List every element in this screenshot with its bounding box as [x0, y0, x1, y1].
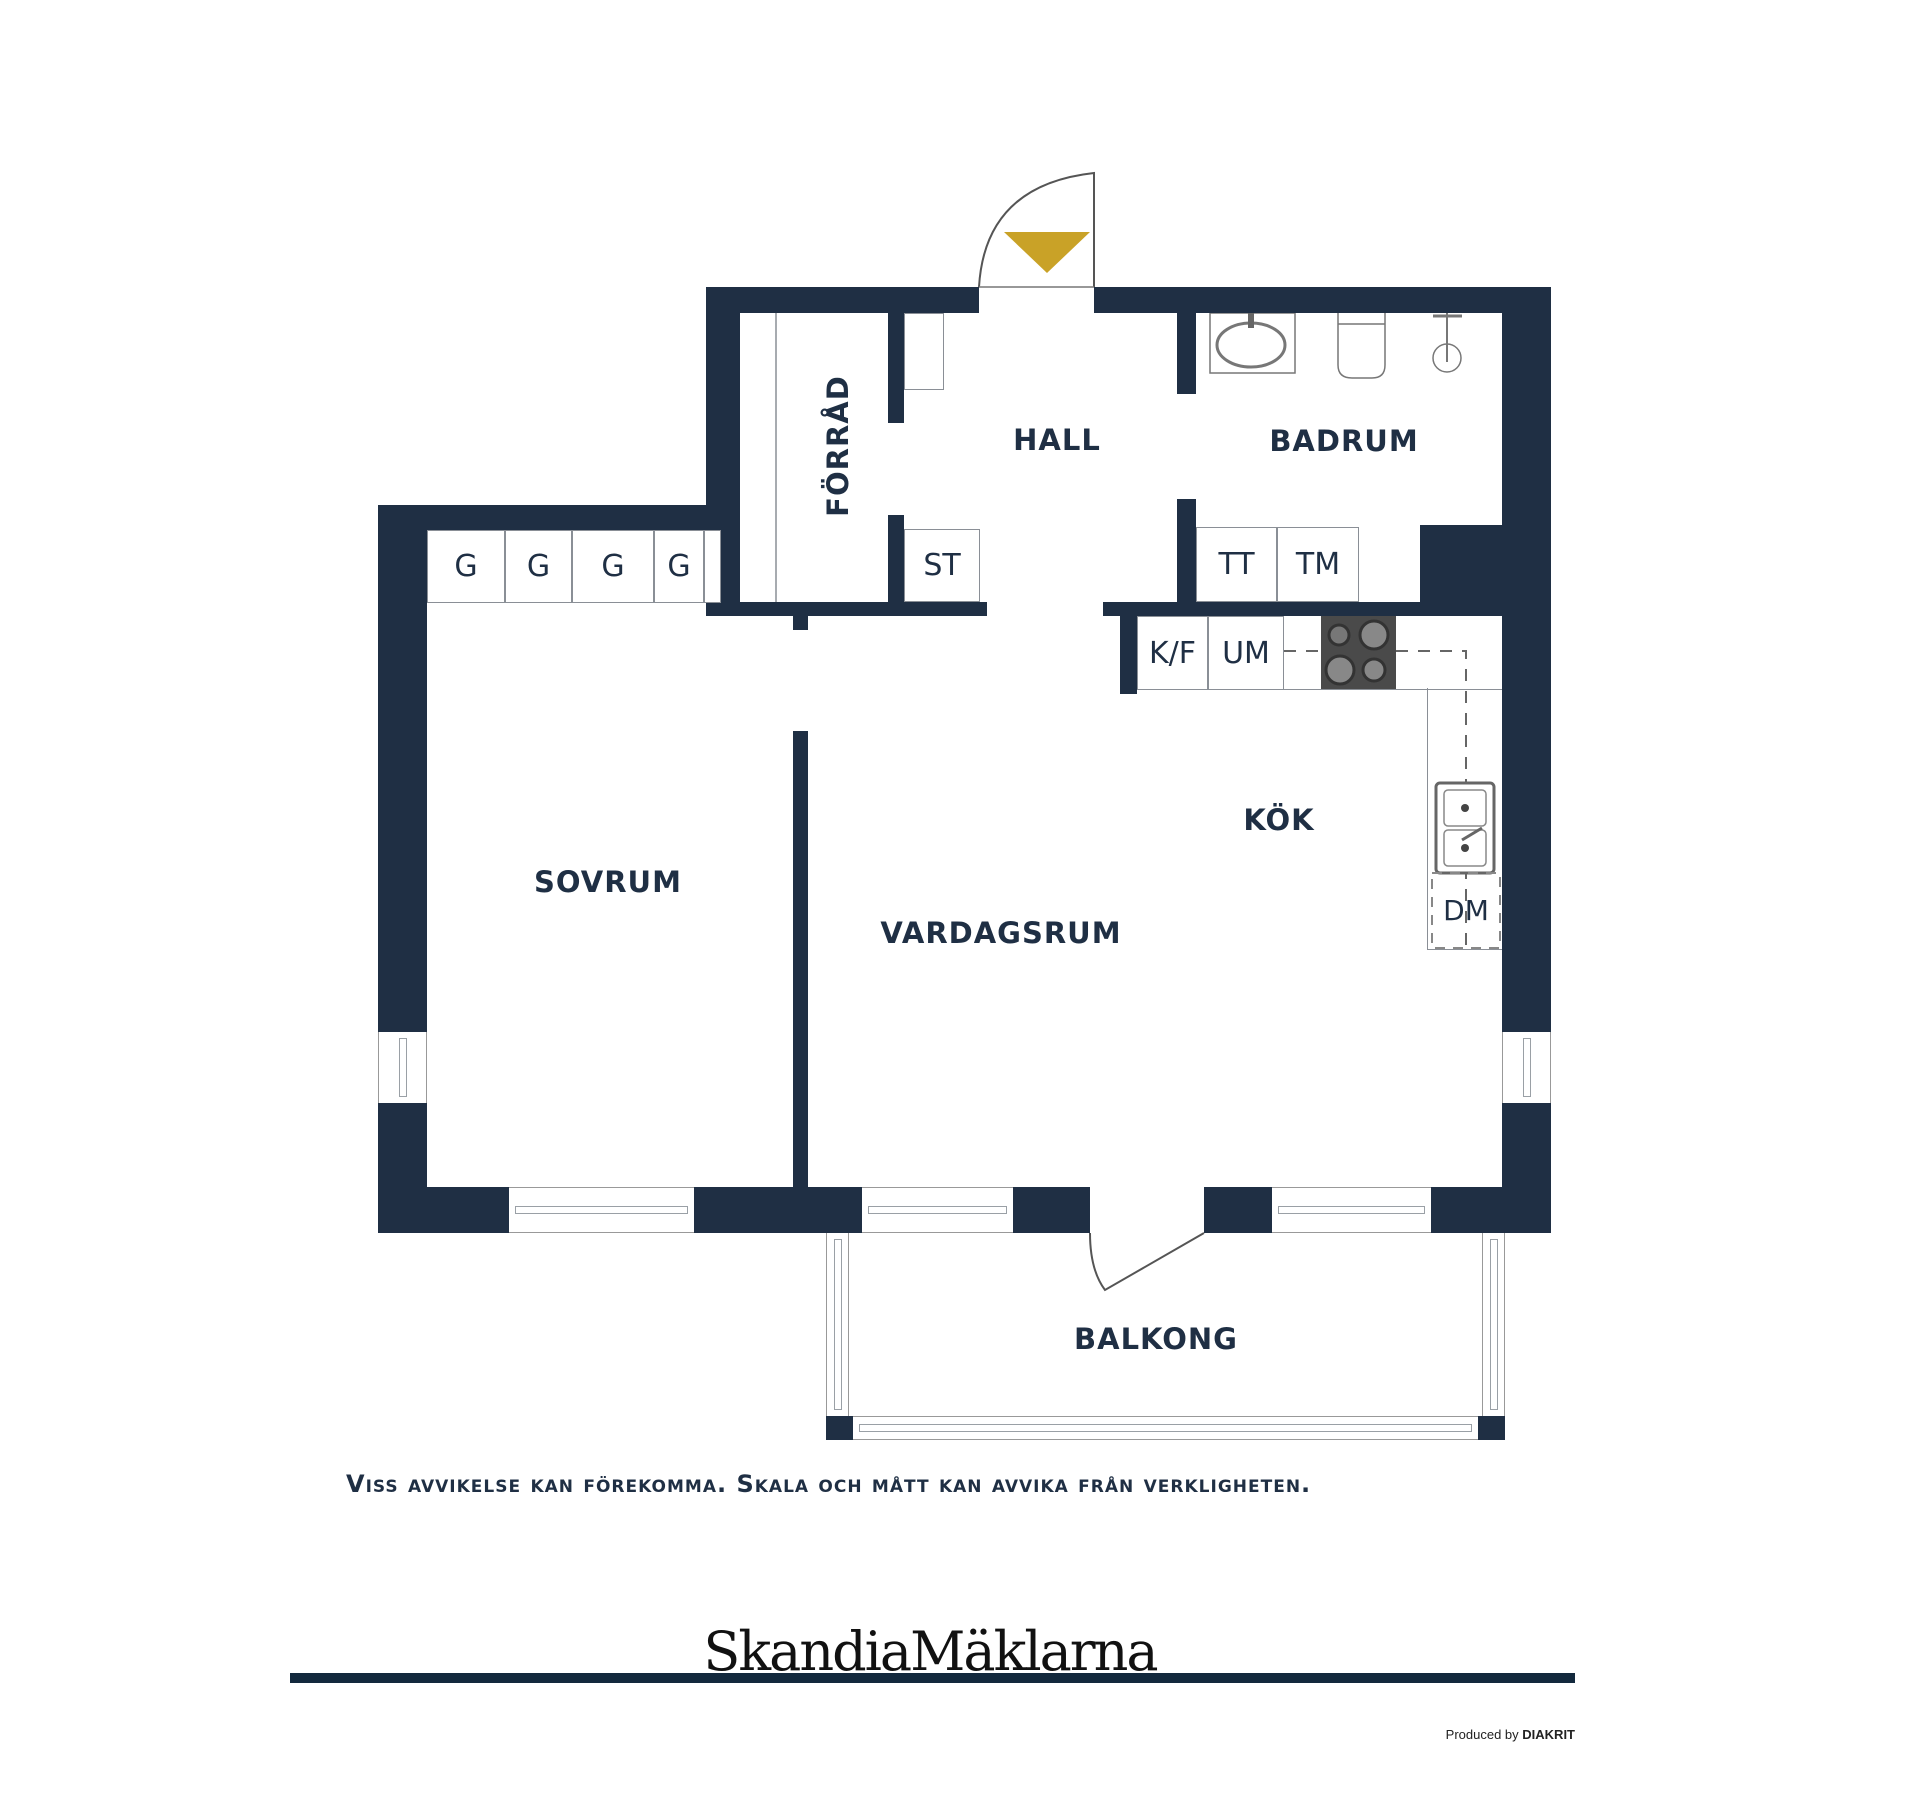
tm-appliance: TM: [1277, 527, 1359, 602]
kitchen-counter-top: [1284, 616, 1502, 690]
entrance-marker-icon: [1004, 232, 1090, 273]
wall-top-left: [706, 287, 979, 313]
wall-forrad-bottom: [721, 602, 987, 616]
wardrobe-4: G: [654, 530, 704, 603]
room-label-kok: KÖK: [1243, 803, 1315, 837]
um-oven: UM: [1208, 616, 1284, 690]
shower-icon: [1432, 310, 1462, 373]
room-label-hall: HALL: [1013, 423, 1101, 457]
producer-credit: Produced by DIAKRIT: [1445, 1727, 1575, 1742]
room-label-badrum: BADRUM: [1269, 424, 1419, 458]
wall-top-right: [1094, 287, 1551, 313]
wall-bottom-5: [1431, 1187, 1551, 1233]
wall-sovrum-vardagsrum: [793, 731, 808, 1187]
wall-forrad-hall-bottom: [888, 515, 904, 616]
window-right: [1502, 1032, 1551, 1103]
brand-logo: SkandiaMäklarna: [703, 1620, 1158, 1683]
wall-kitchen-stub: [1120, 616, 1137, 694]
balcony-rail-right: [1482, 1233, 1505, 1416]
wall-bottom-3: [1013, 1187, 1090, 1233]
window-kok: [1272, 1187, 1431, 1233]
tt-appliance: TT: [1196, 527, 1277, 602]
balcony-door-swing: [1089, 1232, 1205, 1292]
room-label-forrad: FÖRRÅD: [821, 375, 855, 517]
window-sovrum: [509, 1187, 694, 1233]
room-label-balkong: BALKONG: [1074, 1322, 1238, 1356]
balcony-rail-bottom: [853, 1416, 1478, 1440]
window-left: [378, 1032, 427, 1103]
wall-stub: [793, 616, 808, 630]
wall-kitchen-top: [1103, 602, 1551, 616]
window-vardagsrum: [862, 1187, 1013, 1233]
wall-bath-hall-bottom: [1177, 499, 1196, 616]
wardrobe-3: G: [572, 530, 654, 603]
balcony-rail-left: [826, 1233, 849, 1416]
wall-bottom-4: [1204, 1187, 1272, 1233]
dm-label: DM: [1443, 894, 1489, 927]
bathroom-sink-icon: [1209, 312, 1296, 374]
wardrobe-1: G: [427, 530, 505, 603]
wall-bottom-2: [694, 1187, 862, 1233]
st-cabinet: ST: [904, 529, 980, 602]
disclaimer: Viss avvikelse kan förekomma. Skala och …: [346, 1470, 1312, 1498]
wardrobe-2: G: [505, 530, 572, 603]
wall-bottom-1: [378, 1187, 509, 1233]
kitchen-counter-right: [1427, 688, 1502, 950]
footer-rule: [290, 1673, 1575, 1683]
kf-fridge-freezer: K/F: [1137, 616, 1208, 690]
entrance-door-swing: [978, 171, 1095, 288]
stove-icon: [1321, 616, 1396, 689]
hall-cabinet: [904, 313, 944, 390]
wall-forrad-hall-top: [888, 313, 904, 423]
balcony-post-right: [1478, 1416, 1505, 1440]
room-label-sovrum: SOVRUM: [534, 865, 682, 899]
wall-bath-corner: [1420, 525, 1502, 616]
wall-bath-hall-top: [1177, 313, 1196, 394]
wall-left-upper: [378, 505, 427, 1032]
wall-left-top: [378, 505, 740, 530]
kitchen-sink-icon: [1434, 781, 1496, 875]
toilet-icon: [1337, 313, 1386, 379]
balcony-post-left: [826, 1416, 853, 1440]
wardrobe-5: [704, 530, 721, 603]
room-label-vardagsrum: VARDAGSRUM: [880, 916, 1122, 950]
wall-right-upper: [1502, 287, 1551, 1032]
